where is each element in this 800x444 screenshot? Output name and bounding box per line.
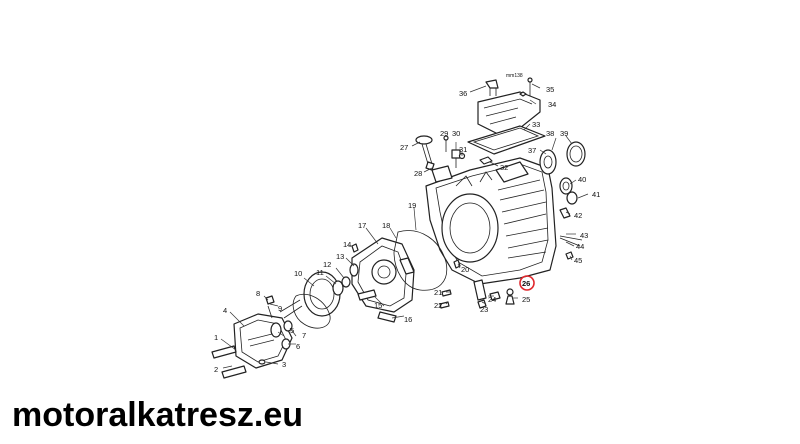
right-bearings (539, 141, 586, 260)
highlight-circle (519, 275, 535, 291)
side-cover-part (351, 237, 415, 313)
part-number: 41 (592, 190, 600, 199)
part-number: 44 (576, 242, 584, 251)
side-gasket-part (393, 230, 448, 291)
part-number: 14 (343, 240, 351, 249)
part-number: 16 (404, 315, 412, 324)
shifter-part (279, 271, 351, 319)
part-number: 32 (500, 163, 508, 172)
part-number: 27 (400, 143, 408, 152)
part-number: 33 (532, 120, 540, 129)
part-numbers: 1 2 3 4 5 6 7 8 9 10 11 12 13 14 15 16 1… (214, 73, 600, 374)
part-number: 25 (522, 295, 530, 304)
part-number: 36 (459, 89, 467, 98)
part-number: 18 (382, 221, 390, 230)
leader-lines (220, 83, 589, 369)
part-number-highlighted: 26 (522, 279, 530, 288)
part-number: 40 (578, 175, 586, 184)
part-number: 45 (574, 256, 582, 265)
part-number: 10 (294, 269, 302, 278)
part-number: 3 (282, 360, 286, 369)
part-number: 5 (290, 326, 294, 335)
part-number: 21 (434, 288, 442, 297)
part-number: 43 (580, 231, 588, 240)
part-number: 20 (461, 265, 469, 274)
top-gasket-part (467, 125, 546, 155)
part-number: 22 (434, 301, 442, 310)
watermark-text: motoralkatresz.eu (12, 396, 303, 434)
transmission-housing (425, 157, 557, 285)
part-number: 8 (256, 289, 260, 298)
part-number: 35 (546, 85, 554, 94)
part-number: 6 (296, 342, 300, 351)
part-number: 37 (528, 146, 536, 155)
part-number: 2 (214, 365, 218, 374)
breather-part (415, 135, 435, 171)
part-number: 11 (316, 268, 324, 277)
part-number: 1 (214, 333, 218, 342)
part-number: 29 (440, 129, 448, 138)
reference-label: mm138 (506, 73, 523, 79)
top-cover-part (477, 79, 541, 135)
part-number: 30 (452, 129, 460, 138)
part-number: 42 (574, 211, 582, 220)
part-number: 13 (336, 252, 344, 261)
part-number: 12 (323, 260, 331, 269)
part-number: 4 (223, 306, 227, 315)
part-number: 15 (374, 301, 382, 310)
part-number: 9 (278, 304, 282, 313)
part-number: 24 (488, 295, 496, 304)
part-number: 17 (358, 221, 366, 230)
part-number: 38 (546, 129, 554, 138)
part-number: 23 (480, 305, 488, 314)
part-number: 31 (459, 145, 467, 154)
part-number: 34 (548, 100, 556, 109)
part-number: 7 (302, 331, 306, 340)
part-number: 39 (560, 129, 568, 138)
part-number: 28 (414, 169, 422, 178)
part-number: 19 (408, 201, 416, 210)
